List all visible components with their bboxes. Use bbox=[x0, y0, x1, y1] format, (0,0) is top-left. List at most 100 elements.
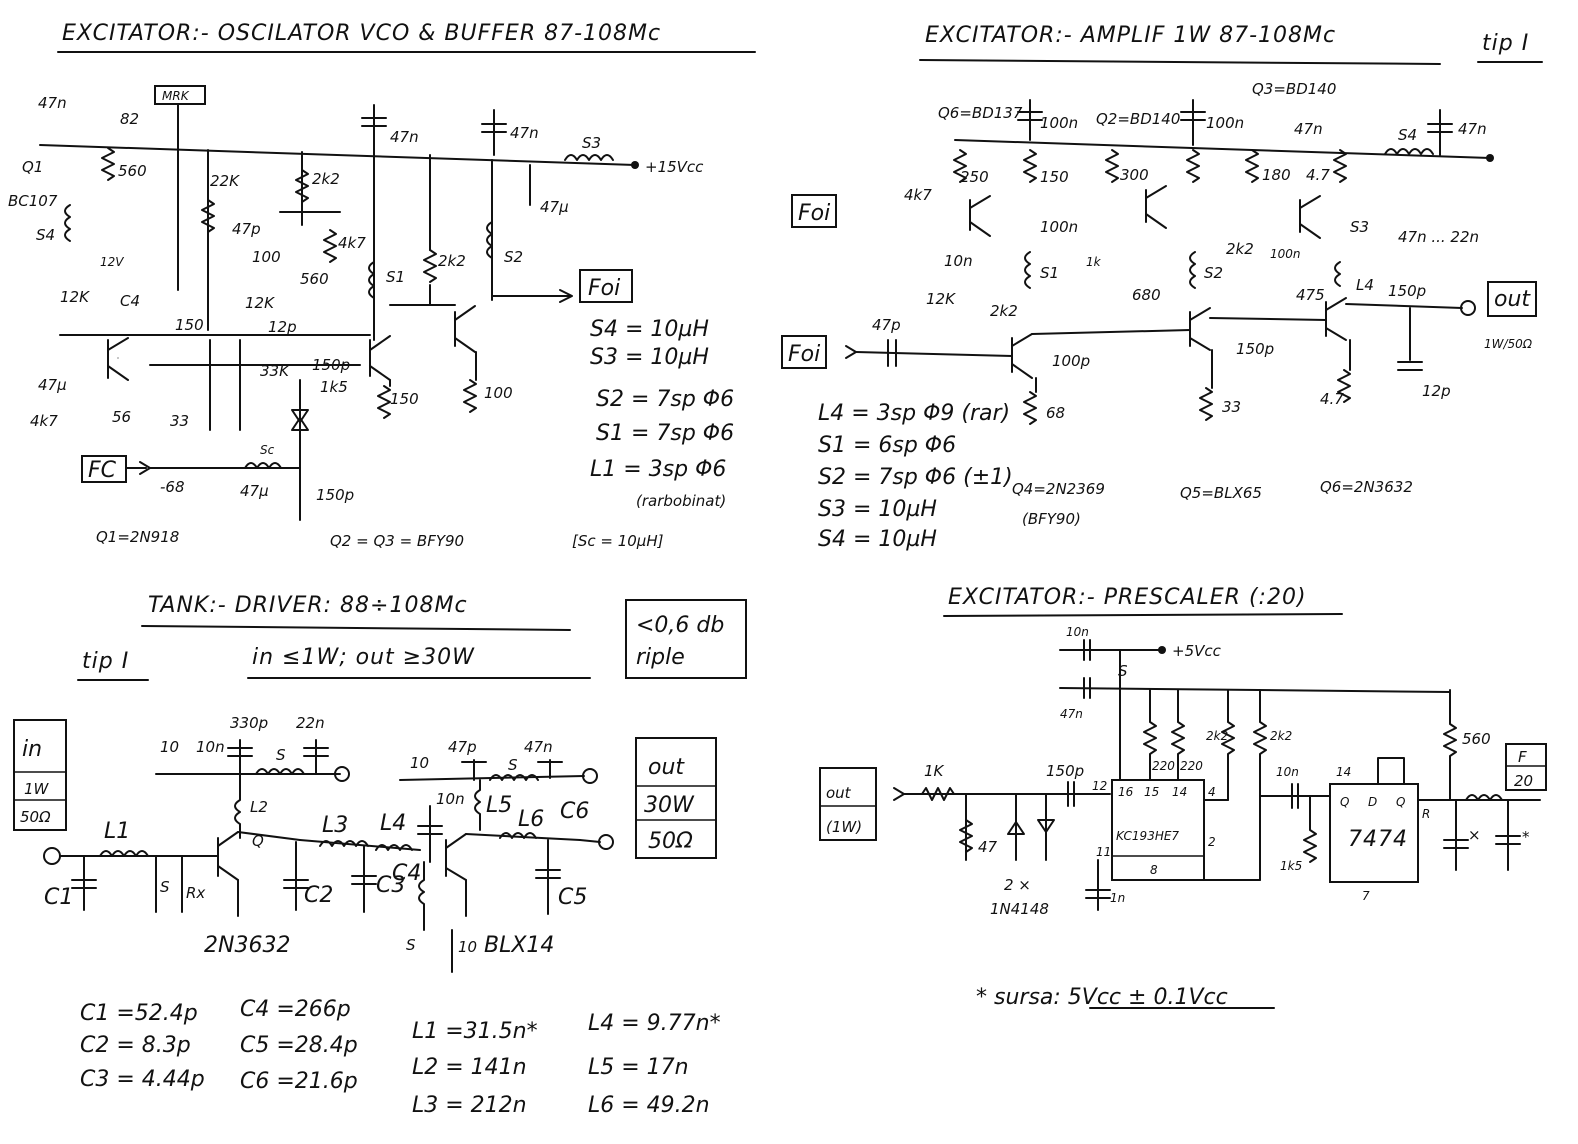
amp-r250: 250 bbox=[960, 168, 989, 186]
osc-q1-name: Q1 bbox=[22, 158, 43, 176]
osc-c47p: 47p bbox=[232, 220, 261, 238]
amp-c10n: 10n bbox=[944, 252, 973, 270]
amp-r33: 33 bbox=[1222, 398, 1241, 416]
pre-pd: D bbox=[1368, 795, 1377, 809]
pre-c150p: 150p bbox=[1046, 762, 1084, 780]
amp-spec-3: S3 = 10µH bbox=[818, 497, 937, 522]
pre-c10n: 10n bbox=[1066, 625, 1089, 639]
tank-out-0: out bbox=[648, 755, 685, 780]
tank-c5: C5 bbox=[558, 885, 587, 910]
pre-pin15: 15 bbox=[1144, 785, 1159, 799]
amp-r12k: 12K bbox=[926, 290, 956, 308]
osc-c100: 100 bbox=[252, 248, 281, 266]
osc-r4k7b: 4k7 bbox=[30, 412, 58, 430]
osc-vcc: +15Vcc bbox=[645, 158, 704, 176]
pre-s: S bbox=[1118, 662, 1128, 680]
tank-c22n: 22n bbox=[296, 714, 325, 732]
amp-spec-0: L4 = 3sp Φ9 (rar) bbox=[818, 401, 1010, 426]
tank-l6: L6 bbox=[518, 807, 544, 832]
amp-c100p: 100p bbox=[1052, 352, 1090, 370]
amp-tip: tip I bbox=[1482, 31, 1529, 56]
osc-mark: MRK bbox=[162, 89, 190, 103]
tank-cap-4: C5 =28.4p bbox=[240, 1033, 358, 1058]
amp-title: EXCITATOR:- AMPLIF 1W 87-108Mc bbox=[925, 23, 1336, 48]
tank-s2: S bbox=[508, 756, 518, 774]
amp-q4b: (BFY90) bbox=[1022, 510, 1081, 528]
amp-foi-in: Foi bbox=[788, 342, 820, 367]
amp-r300: 300 bbox=[1120, 166, 1149, 184]
tank-ripple1: <0,6 db bbox=[636, 613, 724, 638]
osc-mark-box bbox=[154, 85, 206, 105]
tank-ind-4: L5 = 17n bbox=[588, 1055, 689, 1080]
pre-pqb: Q bbox=[1396, 795, 1405, 809]
amp-c100n4: 100n bbox=[1270, 247, 1301, 261]
amp-q3: Q3=BD140 bbox=[1252, 80, 1336, 98]
osc-r68: -68 bbox=[160, 478, 185, 496]
osc-r12k: 12K bbox=[60, 288, 90, 306]
tank-title-underline bbox=[141, 625, 571, 631]
pre-pin11: 11 bbox=[1096, 845, 1111, 859]
tank-in-0: in bbox=[22, 737, 42, 762]
amp-r68: 68 bbox=[1046, 404, 1065, 422]
pre-ic2 bbox=[1329, 783, 1419, 883]
osc-r150: 150 bbox=[390, 390, 419, 408]
osc-foi-box bbox=[579, 269, 633, 303]
tank-ind-0: L1 =31.5n* bbox=[412, 1019, 538, 1044]
amp-title-underline bbox=[919, 59, 1441, 65]
tank-l5: L5 bbox=[486, 793, 512, 818]
pre-r47: 47 bbox=[978, 838, 998, 856]
amp-c4k7: 4k7 bbox=[904, 186, 932, 204]
osc-c47u: 47µ bbox=[540, 198, 569, 216]
tank-out-box bbox=[635, 737, 717, 859]
tank-ripple-box bbox=[625, 599, 747, 679]
osc-s4: S4 bbox=[36, 226, 55, 244]
pre-title: EXCITATOR:- PRESCALER (:20) bbox=[948, 585, 1307, 610]
amp-c47n2: 47n bbox=[1458, 120, 1487, 138]
osc-transistors2: Q2 = Q3 = BFY90 bbox=[330, 532, 464, 550]
osc-c47u3: 47µ bbox=[240, 482, 269, 500]
amp-r47: 4.7 bbox=[1306, 166, 1330, 184]
osc-r2k2: 2k2 bbox=[312, 170, 340, 188]
pre-r1k: 1K bbox=[924, 762, 945, 780]
osc-fc: FC bbox=[88, 458, 117, 483]
tank-l3: L3 bbox=[322, 813, 348, 838]
tank-ind-5: L6 = 49.2n bbox=[588, 1093, 710, 1118]
tank-c3: C3 bbox=[376, 873, 405, 898]
pre-r220b: 220 bbox=[1180, 759, 1203, 773]
pre-c10n2: 10n bbox=[1276, 765, 1299, 779]
tank-l1: L1 bbox=[104, 819, 130, 844]
tank-in-1: 1W bbox=[24, 780, 50, 798]
amp-foi-box bbox=[791, 194, 837, 228]
tank-c4: C4 bbox=[392, 861, 421, 886]
osc-r4k7: 4k7 bbox=[338, 234, 366, 252]
amp-q5: Q5=BLX65 bbox=[1180, 484, 1262, 502]
tank-c330p: 330p bbox=[230, 714, 268, 732]
osc-foi: Foi bbox=[588, 276, 620, 301]
pre-pin16: 16 bbox=[1118, 785, 1134, 799]
osc-c12p: 12p bbox=[268, 318, 297, 336]
amp-r2k2-b: 2k2 bbox=[990, 302, 1018, 320]
pre-pin4: 4 bbox=[1208, 785, 1216, 799]
osc-c47u2: 47µ bbox=[38, 376, 67, 394]
amp-r180: 180 bbox=[1262, 166, 1291, 184]
amp-spec-1: S1 = 6sp Φ6 bbox=[818, 433, 956, 458]
pre-r1k5: 1k5 bbox=[1280, 859, 1302, 873]
amp-c47n: 47n bbox=[1294, 120, 1323, 138]
pre-in-0: out bbox=[826, 784, 852, 802]
osc-r33k: 33K bbox=[260, 362, 290, 380]
pre-out-1: 20 bbox=[1514, 772, 1533, 790]
pre-out-box bbox=[1505, 743, 1547, 791]
amp-s3: S3 bbox=[1350, 218, 1369, 236]
tank-c10n: 10n bbox=[196, 738, 225, 756]
osc-transistors: Q1=2N918 bbox=[96, 528, 179, 546]
amp-r150: 150 bbox=[1040, 168, 1069, 186]
amp-r1k: 1k bbox=[1086, 255, 1102, 269]
pre-out-0: F bbox=[1518, 748, 1527, 766]
tank-cap-0: C1 =52.4p bbox=[80, 1001, 198, 1026]
osc-s1: S1 bbox=[386, 268, 405, 286]
amp-out-box bbox=[1487, 281, 1537, 317]
tank-title: TANK:- DRIVER: 88÷108Mc bbox=[148, 593, 468, 618]
osc-spec-4: L1 = 3sp Φ6 bbox=[590, 457, 726, 482]
tank-spec: in ≤1W; out ≥30W bbox=[252, 645, 475, 670]
